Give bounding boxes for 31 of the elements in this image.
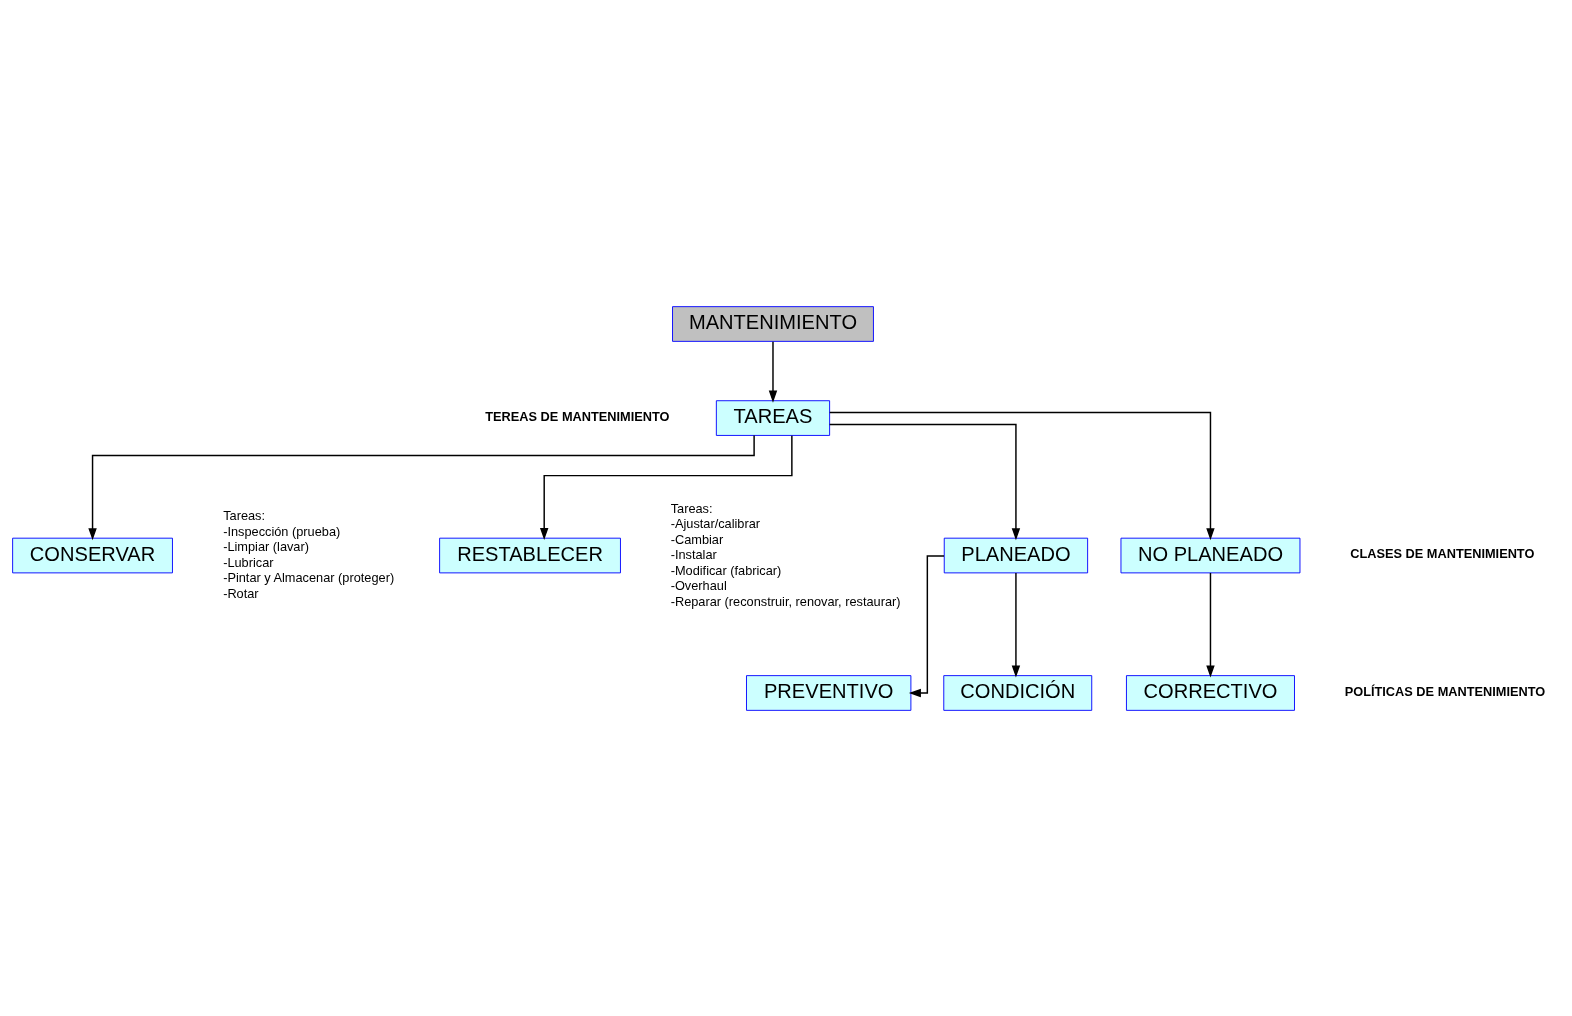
arrow xyxy=(768,340,778,403)
arrow xyxy=(1011,571,1021,677)
node-box: MANTENIMIENTO xyxy=(672,305,874,342)
label: TEREAS DE MANTENIMIENTO xyxy=(485,408,670,424)
label: CLASES DE MANTENIMIENTO xyxy=(1350,545,1535,561)
label: -Lubricar xyxy=(223,554,274,570)
label: -Instalar xyxy=(670,546,717,562)
label: -Inspección (prueba) xyxy=(223,523,341,539)
label: -Limpiar (lavar) xyxy=(223,538,309,554)
label: Tareas: xyxy=(670,500,713,516)
label: -Modificar (fabricar) xyxy=(670,562,782,578)
arrow xyxy=(1206,571,1215,677)
label: -Rotar xyxy=(223,585,259,601)
arrow xyxy=(829,411,1215,540)
label: Tareas: xyxy=(223,507,266,523)
label: -Ajustar/calibrar xyxy=(670,515,761,531)
label: POLÍTICAS DE MANTENIMIENTO xyxy=(1344,683,1546,699)
node-box: CORRECTIVO xyxy=(1126,674,1295,711)
node-box: RESTABLECER xyxy=(439,537,621,573)
node-box: CONSERVAR xyxy=(12,537,173,573)
label: -Pintar y Almacenar (proteger) xyxy=(223,569,395,585)
arrow xyxy=(828,423,1021,540)
arrow xyxy=(539,434,793,540)
node-box: NO PLANEADO xyxy=(1120,537,1301,573)
node-box: TAREAS xyxy=(715,399,831,436)
label: -Overhaul xyxy=(670,577,727,593)
node-box: CONDICIÓN xyxy=(943,674,1093,711)
label: -Reparar (reconstruir, renovar, restaurar) xyxy=(670,593,901,609)
node-box: PLANEADO xyxy=(943,537,1089,573)
label: -Cambiar xyxy=(670,531,724,547)
node-box: PREVENTIVO xyxy=(746,674,912,711)
